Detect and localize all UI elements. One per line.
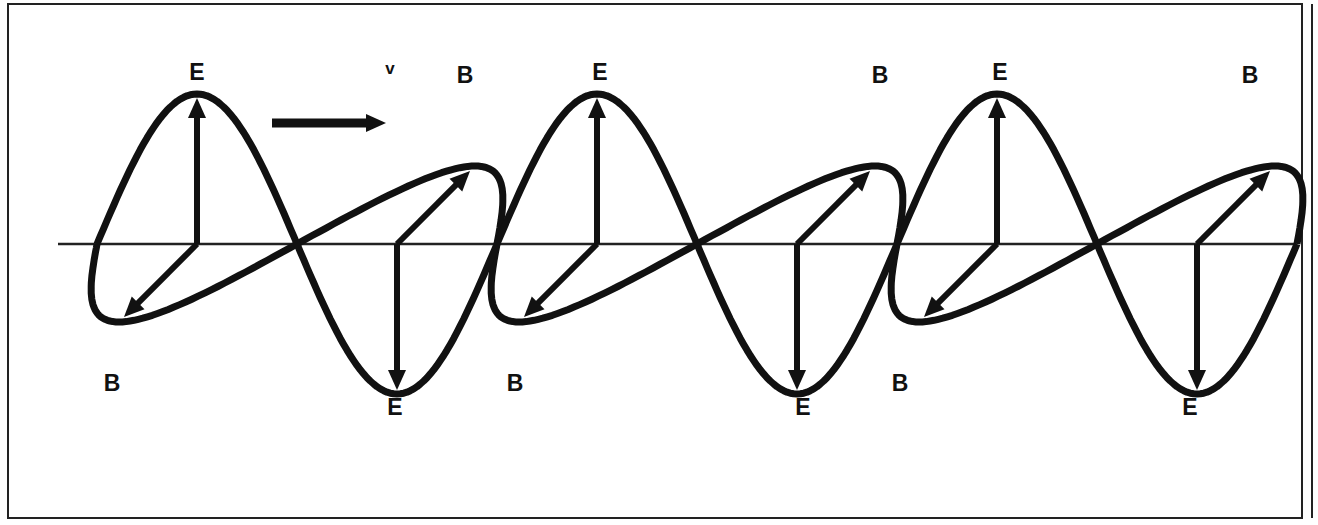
b-field-arrow	[937, 244, 997, 304]
field-label: E	[1182, 396, 1197, 419]
field-label: E	[189, 61, 204, 84]
electric-wave	[97, 94, 1297, 394]
e-field-arrow-head	[388, 370, 406, 390]
velocity-arrow	[272, 119, 368, 128]
b-field-arrow	[537, 244, 597, 304]
velocity-arrow-head	[366, 114, 386, 132]
b-field-arrow-head	[524, 296, 545, 317]
b-field-arrow-head	[449, 171, 470, 192]
field-label: B	[872, 64, 889, 87]
field-label: B	[1242, 64, 1259, 87]
field-label: E	[992, 61, 1007, 84]
e-field-arrow-head	[1188, 370, 1206, 390]
b-field-arrow-head	[1249, 171, 1270, 192]
frame	[8, 4, 1302, 518]
field-label: B	[892, 372, 909, 395]
b-field-arrow-head	[124, 296, 145, 317]
e-field-arrow-head	[788, 370, 806, 390]
e-field-arrow	[1194, 244, 1200, 372]
e-field-arrow	[994, 116, 1000, 244]
field-label: B	[457, 64, 474, 87]
field-label: B	[104, 372, 121, 395]
b-field-arrow	[137, 244, 197, 304]
e-field-arrow-head	[988, 98, 1006, 118]
b-field-arrow-head	[924, 296, 945, 317]
velocity-label: v	[385, 60, 394, 77]
e-field-arrow-head	[188, 98, 206, 118]
frame-edge	[1311, 4, 1313, 518]
field-label: B	[507, 372, 524, 395]
b-field-arrow-head	[849, 171, 870, 192]
e-field-arrow-head	[588, 98, 606, 118]
e-field-arrow	[194, 116, 200, 244]
field-label: E	[592, 61, 607, 84]
e-field-arrow	[594, 116, 600, 244]
b-field-arrow	[797, 184, 857, 244]
e-field-arrow	[794, 244, 800, 372]
field-label: E	[387, 396, 402, 419]
propagation-axis	[58, 243, 1296, 246]
b-field-arrow	[397, 184, 457, 244]
field-label: E	[795, 396, 810, 419]
b-field-arrow	[1197, 184, 1257, 244]
e-field-arrow	[394, 244, 400, 372]
